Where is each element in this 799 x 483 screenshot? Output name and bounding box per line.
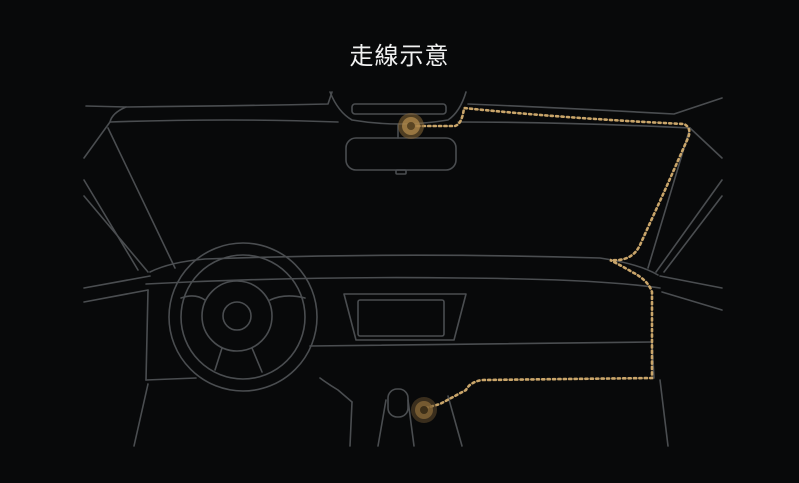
steering-wheel: [168, 242, 318, 392]
lower-cabin: [133, 383, 463, 447]
dashboard: [83, 254, 723, 447]
dashcam-icon: [398, 113, 424, 139]
power-socket-icon: [411, 397, 437, 423]
wiring-route: [410, 106, 691, 410]
diagram-title: 走線示意: [349, 42, 450, 70]
rear-view-mirror: [329, 91, 467, 175]
center-display: [343, 293, 467, 341]
